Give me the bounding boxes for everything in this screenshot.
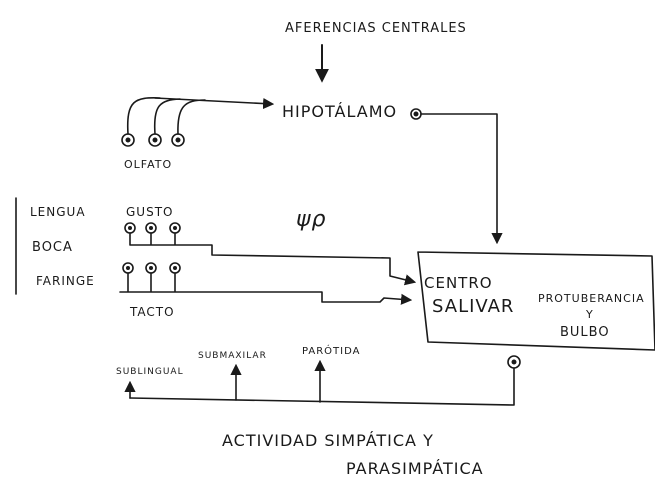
protuberancia-label-line3: BULBO xyxy=(560,325,610,340)
actividad-label-line1: ACTIVIDAD SIMPÁTICA Y xyxy=(222,431,434,450)
tacto-to-centro-arrow xyxy=(119,272,410,302)
gusto-label: GUSTO xyxy=(126,205,173,219)
hipotalamo-label: HIPOTÁLAMO xyxy=(282,102,397,121)
centro-label-line1: CENTRO xyxy=(424,274,493,292)
olfato-path-1 xyxy=(126,97,161,135)
scribble-mark: ψρ xyxy=(296,207,326,232)
aferencias-label: AFERENCIAS CENTRALES xyxy=(285,21,467,36)
parotida-label: PARÓTIDA xyxy=(302,344,360,357)
gusto-to-centro-arrow xyxy=(129,232,414,282)
olfato-path-3 xyxy=(177,99,206,135)
olfato-to-hipotalamo-arrow xyxy=(154,97,275,110)
submaxilar-label: SUBMAXILAR xyxy=(198,351,267,361)
centro-label-line2: SALIVAR xyxy=(432,296,514,317)
tacto-label: TACTO xyxy=(129,305,175,319)
centro-output-node xyxy=(507,355,521,369)
hipotalamo-output-node xyxy=(410,108,422,120)
tacto-receptors xyxy=(122,262,181,274)
olfato-receptors xyxy=(121,133,185,147)
gusto-receptors xyxy=(124,222,181,234)
sublingual-label: SUBLINGUAL xyxy=(116,367,184,377)
efferent-pathway xyxy=(129,367,515,406)
faringe-label: FARINGE xyxy=(36,274,95,288)
actividad-label-line2: PARASIMPÁTICA xyxy=(346,459,484,478)
protuberancia-label-line1: PROTUBERANCIA xyxy=(538,292,645,305)
olfato-label: OLFATO xyxy=(124,158,172,171)
lengua-label: LENGUA xyxy=(30,205,86,219)
centro-salivar-box xyxy=(417,251,655,351)
olfato-path-2 xyxy=(153,98,181,135)
hipotalamo-to-centro-arrow xyxy=(420,113,503,245)
boca-label: BOCA xyxy=(32,240,73,255)
protuberancia-label-line2: Y xyxy=(585,308,594,321)
